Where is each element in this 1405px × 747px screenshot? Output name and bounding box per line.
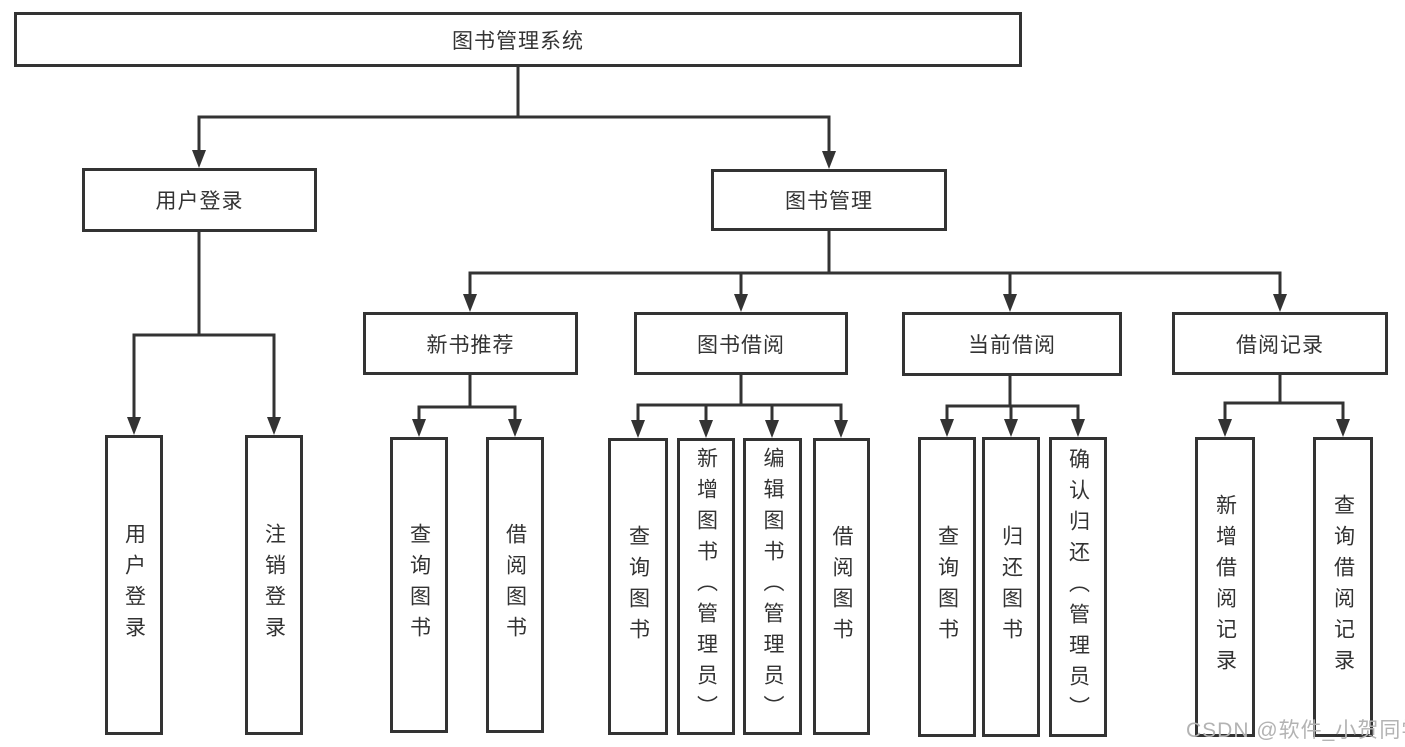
leaf-edit-books-admin: 编辑图书（管理员） [743,438,802,735]
leaf-query-borrow-record: 查询借阅记录 [1313,437,1373,737]
leaf-return-books: 归还图书 [982,437,1040,737]
node-library-management-system: 图书管理系统 [14,12,1022,67]
node-book-borrowing: 图书借阅 [634,312,848,375]
node-label: 新书推荐 [426,333,515,357]
node-label: 查询图书 [626,524,650,649]
leaf-borrow-books-recommend: 借阅图书 [486,437,544,733]
node-label: 查询借阅记录 [1331,494,1355,680]
csdn-watermark: CSDN @软件_小贺同学 [1186,719,1405,742]
leaf-logout: 注销登录 [245,435,303,735]
leaf-query-books-borrow: 查询图书 [608,438,668,735]
node-label: 用户登录 [122,523,146,647]
node-label: 查询图书 [407,523,431,647]
node-label: 用户登录 [155,190,244,213]
node-new-book-recommend: 新书推荐 [363,312,578,375]
node-label: 新增借阅记录 [1213,494,1237,680]
node-label: 借阅图书 [503,523,527,647]
node-label: 图书借阅 [697,333,785,357]
node-label: 当前借阅 [968,334,1056,357]
leaf-add-borrow-record: 新增借阅记录 [1195,437,1255,737]
leaf-borrow-books: 借阅图书 [813,438,870,735]
node-label: 图书管理系统 [452,29,584,53]
node-label: 确认归还（管理员） [1066,447,1090,727]
node-label: 编辑图书（管理员） [761,447,784,726]
node-label: 新增图书（管理员） [694,447,718,726]
node-current-borrowing: 当前借阅 [902,312,1122,376]
node-label: 查询图书 [935,525,959,649]
node-label: 归还图书 [999,525,1023,649]
node-label: 图书管理 [785,190,873,213]
leaf-query-books-current: 查询图书 [918,437,976,737]
node-label: 借阅记录 [1236,333,1324,357]
leaf-add-books-admin: 新增图书（管理员） [677,438,735,735]
node-user-login: 用户登录 [82,168,317,232]
leaf-user-login: 用户登录 [105,435,163,735]
node-label: 注销登录 [262,523,286,647]
leaf-query-books-recommend: 查询图书 [390,437,448,733]
node-book-management: 图书管理 [711,169,947,231]
leaf-confirm-return-admin: 确认归还（管理员） [1049,437,1107,737]
node-label: 借阅图书 [830,524,853,649]
node-borrowing-records: 借阅记录 [1172,312,1388,375]
